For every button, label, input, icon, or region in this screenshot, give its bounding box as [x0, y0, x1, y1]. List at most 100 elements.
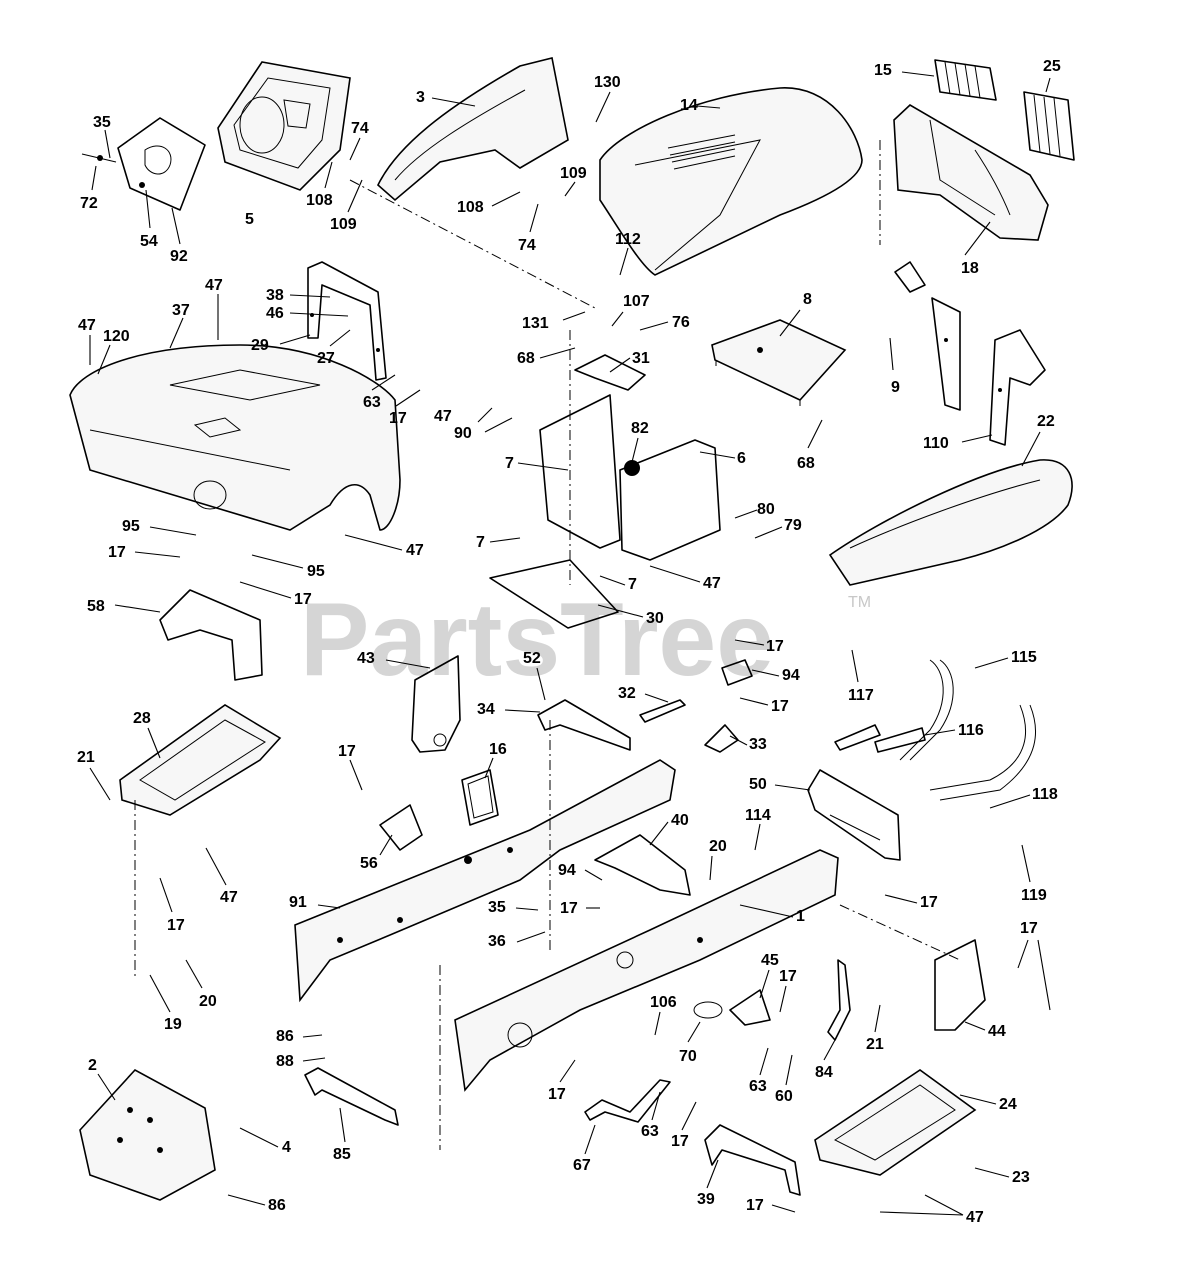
label-80: 80 [757, 501, 775, 518]
label-20b: 20 [199, 993, 217, 1010]
label-37: 37 [172, 302, 190, 319]
part-50-cover [807, 769, 901, 861]
watermark-trademark: TM [848, 594, 871, 611]
label-4: 4 [282, 1139, 291, 1156]
label-47a: 47 [205, 277, 223, 294]
label-131: 131 [522, 315, 549, 332]
part-44-bracket [934, 939, 986, 1031]
part-1-frame-rail [454, 849, 839, 1092]
label-29: 29 [251, 337, 269, 354]
label-95b: 95 [307, 563, 325, 580]
label-47g: 47 [966, 1209, 984, 1226]
part-16-gasket [461, 769, 499, 826]
part-45-bracket [693, 989, 771, 1026]
label-130: 130 [594, 74, 621, 91]
part-37-fender-pan [69, 344, 401, 531]
label-74: 74 [351, 120, 369, 137]
part-29-bracket [307, 261, 387, 381]
label-39: 39 [697, 1191, 715, 1208]
label-35: 35 [93, 114, 111, 131]
part-33-bracket [704, 724, 739, 753]
label-18: 18 [961, 260, 979, 277]
label-38: 38 [266, 287, 284, 304]
label-22: 22 [1037, 413, 1055, 430]
label-45: 45 [761, 952, 779, 969]
label-47b: 47 [78, 317, 96, 334]
label-108b: 108 [457, 199, 484, 216]
label-94b: 94 [558, 862, 576, 879]
part-18-grille-housing [879, 104, 1049, 245]
label-17j: 17 [1020, 920, 1038, 937]
label-84: 84 [815, 1064, 833, 1081]
label-17m: 17 [671, 1133, 689, 1150]
part-28-footrest [119, 704, 282, 816]
part-6-dash-panel [619, 439, 721, 561]
label-70: 70 [679, 1048, 697, 1065]
label-108: 108 [306, 192, 333, 209]
label-24: 24 [999, 1096, 1017, 1113]
part-43-plate [411, 655, 461, 753]
label-68b: 68 [797, 455, 815, 472]
label-92: 92 [170, 248, 188, 265]
label-63c: 63 [641, 1123, 659, 1140]
label-7b: 7 [476, 534, 485, 551]
label-17g: 17 [920, 894, 938, 911]
label-35b: 35 [488, 899, 506, 916]
label-17e: 17 [771, 698, 789, 715]
label-85: 85 [333, 1146, 351, 1163]
label-1: 1 [796, 908, 805, 925]
label-58: 58 [87, 598, 105, 615]
label-50: 50 [749, 776, 767, 793]
label-5: 5 [245, 211, 254, 228]
label-14: 14 [680, 97, 698, 114]
label-63a: 63 [363, 394, 381, 411]
label-116: 116 [958, 722, 984, 739]
part-84-lever [827, 959, 851, 1041]
label-118: 118 [1032, 786, 1058, 803]
label-23: 23 [1012, 1169, 1030, 1186]
label-34: 34 [477, 701, 495, 718]
part-94-bushing [721, 659, 753, 686]
part-116-strap [834, 724, 926, 753]
part-7-panel [489, 330, 621, 629]
label-7a: 7 [505, 455, 514, 472]
label-17l: 17 [548, 1086, 566, 1103]
label-68a: 68 [517, 350, 535, 367]
label-74b: 74 [518, 237, 536, 254]
label-67: 67 [573, 1157, 591, 1174]
label-21a: 21 [77, 749, 95, 766]
part-14-hood [599, 87, 863, 276]
label-88: 88 [276, 1053, 294, 1070]
part-15-grille [901, 59, 997, 101]
label-19: 19 [164, 1016, 182, 1033]
leader-lines [89, 91, 1051, 1216]
label-76: 76 [672, 314, 690, 331]
label-9: 9 [891, 379, 900, 396]
label-25: 25 [1043, 58, 1061, 75]
label-72: 72 [80, 195, 98, 212]
label-17a: 17 [389, 410, 407, 427]
label-47c: 47 [434, 408, 452, 425]
label-110: 110 [923, 435, 949, 452]
watermark: PartsTree [300, 582, 774, 698]
label-86b: 86 [268, 1197, 286, 1214]
callout-labels: 35 72 54 92 5 74 108 109 3 130 14 15 25 … [77, 58, 1061, 1226]
label-63b: 63 [749, 1078, 767, 1095]
label-109: 109 [330, 216, 357, 233]
label-17i: 17 [167, 917, 185, 934]
label-43: 43 [357, 650, 375, 667]
label-47e: 47 [703, 575, 721, 592]
part-91-frame-rail [294, 759, 676, 1003]
label-17b: 17 [108, 544, 126, 561]
label-17h: 17 [560, 900, 578, 917]
label-120: 120 [103, 328, 130, 345]
label-52: 52 [523, 650, 541, 667]
label-32: 32 [618, 685, 636, 702]
part-34-bracket [537, 699, 631, 751]
part-2-plate [79, 1068, 216, 1201]
part-25-grille [1023, 77, 1075, 161]
part-32-strap [639, 699, 686, 723]
part-85-bracket [304, 1067, 399, 1126]
label-17c: 17 [294, 591, 312, 608]
label-15: 15 [874, 62, 892, 79]
